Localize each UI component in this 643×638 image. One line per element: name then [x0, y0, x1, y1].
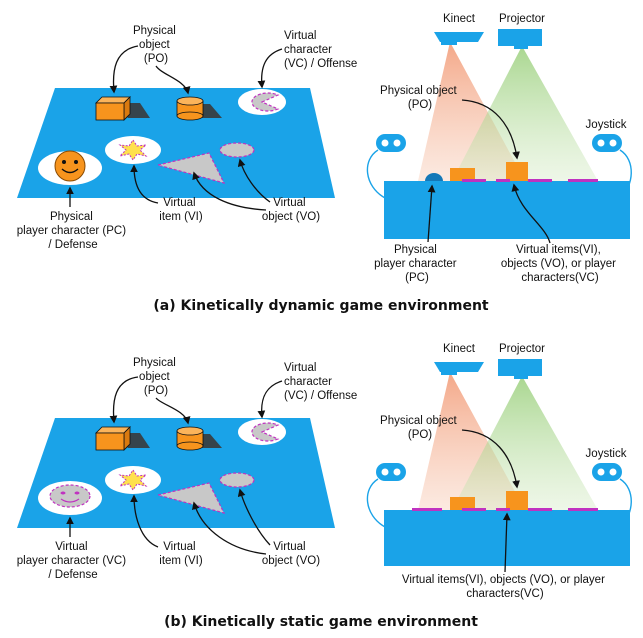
- physical-object-small: [450, 497, 475, 510]
- virtual-object-triangle: [157, 482, 226, 514]
- label-kinect: Kinect: [443, 343, 476, 355]
- label-virtual-character: Virtual character (VC) / Offense: [284, 30, 357, 70]
- game-table-a: [17, 88, 335, 198]
- label-physical-object-side: Physical object (PO): [380, 415, 460, 441]
- side-view-a: [366, 29, 632, 239]
- game-table-b: [17, 418, 335, 528]
- joystick-left: [366, 463, 406, 528]
- label-physical-object: Physical object (PO): [133, 357, 179, 397]
- virtual-object-ellipse: [219, 472, 255, 488]
- label-player-character: Physical player character (PC) / Defense: [17, 211, 130, 251]
- caption-b: (b) Kinetically static game environment: [164, 614, 478, 630]
- label-projector: Projector: [499, 13, 545, 25]
- joystick-right: [592, 463, 632, 528]
- caption-a: (a) Kinetically dynamic game environment: [153, 298, 489, 314]
- label-virtual-items-side: Virtual items(VI), objects (VO), or play…: [501, 244, 619, 284]
- label-virtual-object: Virtual object (VO): [262, 541, 320, 567]
- kinect-device: [434, 32, 484, 45]
- label-virtual-item: Virtual item (VI): [159, 197, 203, 223]
- virtual-object-triangle: [157, 152, 226, 184]
- virtual-item-star: [105, 466, 161, 494]
- physical-object-cylinder: [176, 96, 222, 121]
- kinect-device: [434, 362, 484, 375]
- virtual-player-smiley: [38, 481, 102, 515]
- label-joystick: Joystick: [586, 448, 627, 460]
- label-physical-object-side: Physical object (PO): [380, 85, 460, 111]
- label-projector: Projector: [499, 343, 545, 355]
- panel-a: Physical object (PO) Virtual character (…: [17, 13, 632, 314]
- label-kinect: Kinect: [443, 13, 476, 25]
- virtual-item-star: [105, 136, 161, 164]
- joystick-right: [592, 134, 632, 199]
- side-view-b: [366, 359, 632, 566]
- projector-device: [498, 29, 542, 49]
- virtual-character-pacman: [238, 89, 286, 115]
- physical-object-box: [95, 96, 150, 121]
- physical-object-box: [95, 426, 150, 451]
- label-virtual-character: Virtual character (VC) / Offense: [284, 362, 357, 402]
- projector-device: [498, 359, 542, 379]
- virtual-object-ellipse: [219, 142, 255, 158]
- physical-object-cylinder: [176, 426, 222, 451]
- table-side: [384, 181, 630, 239]
- physical-object-small: [450, 168, 475, 181]
- physical-object-tall: [506, 491, 528, 510]
- label-physical-player-side: Physical player character (PC): [374, 244, 460, 284]
- label-virtual-items-side: Virtual items(VI), objects (VO), or play…: [402, 574, 608, 600]
- physical-object-tall: [506, 162, 528, 181]
- label-physical-object: Physical object (PO): [133, 25, 179, 65]
- label-virtual-object: Virtual object (VO): [262, 197, 320, 223]
- virtual-character-pacman: [238, 419, 286, 445]
- label-virtual-item: Virtual item (VI): [159, 541, 203, 567]
- joystick-left: [366, 134, 406, 199]
- physical-player-dome: [425, 173, 443, 181]
- panel-b: Physical object (PO) Virtual character (…: [17, 343, 632, 630]
- physical-player-smiley: [38, 150, 102, 185]
- label-player-character: Virtual player character (VC) / Defense: [17, 541, 130, 581]
- label-joystick: Joystick: [586, 119, 627, 131]
